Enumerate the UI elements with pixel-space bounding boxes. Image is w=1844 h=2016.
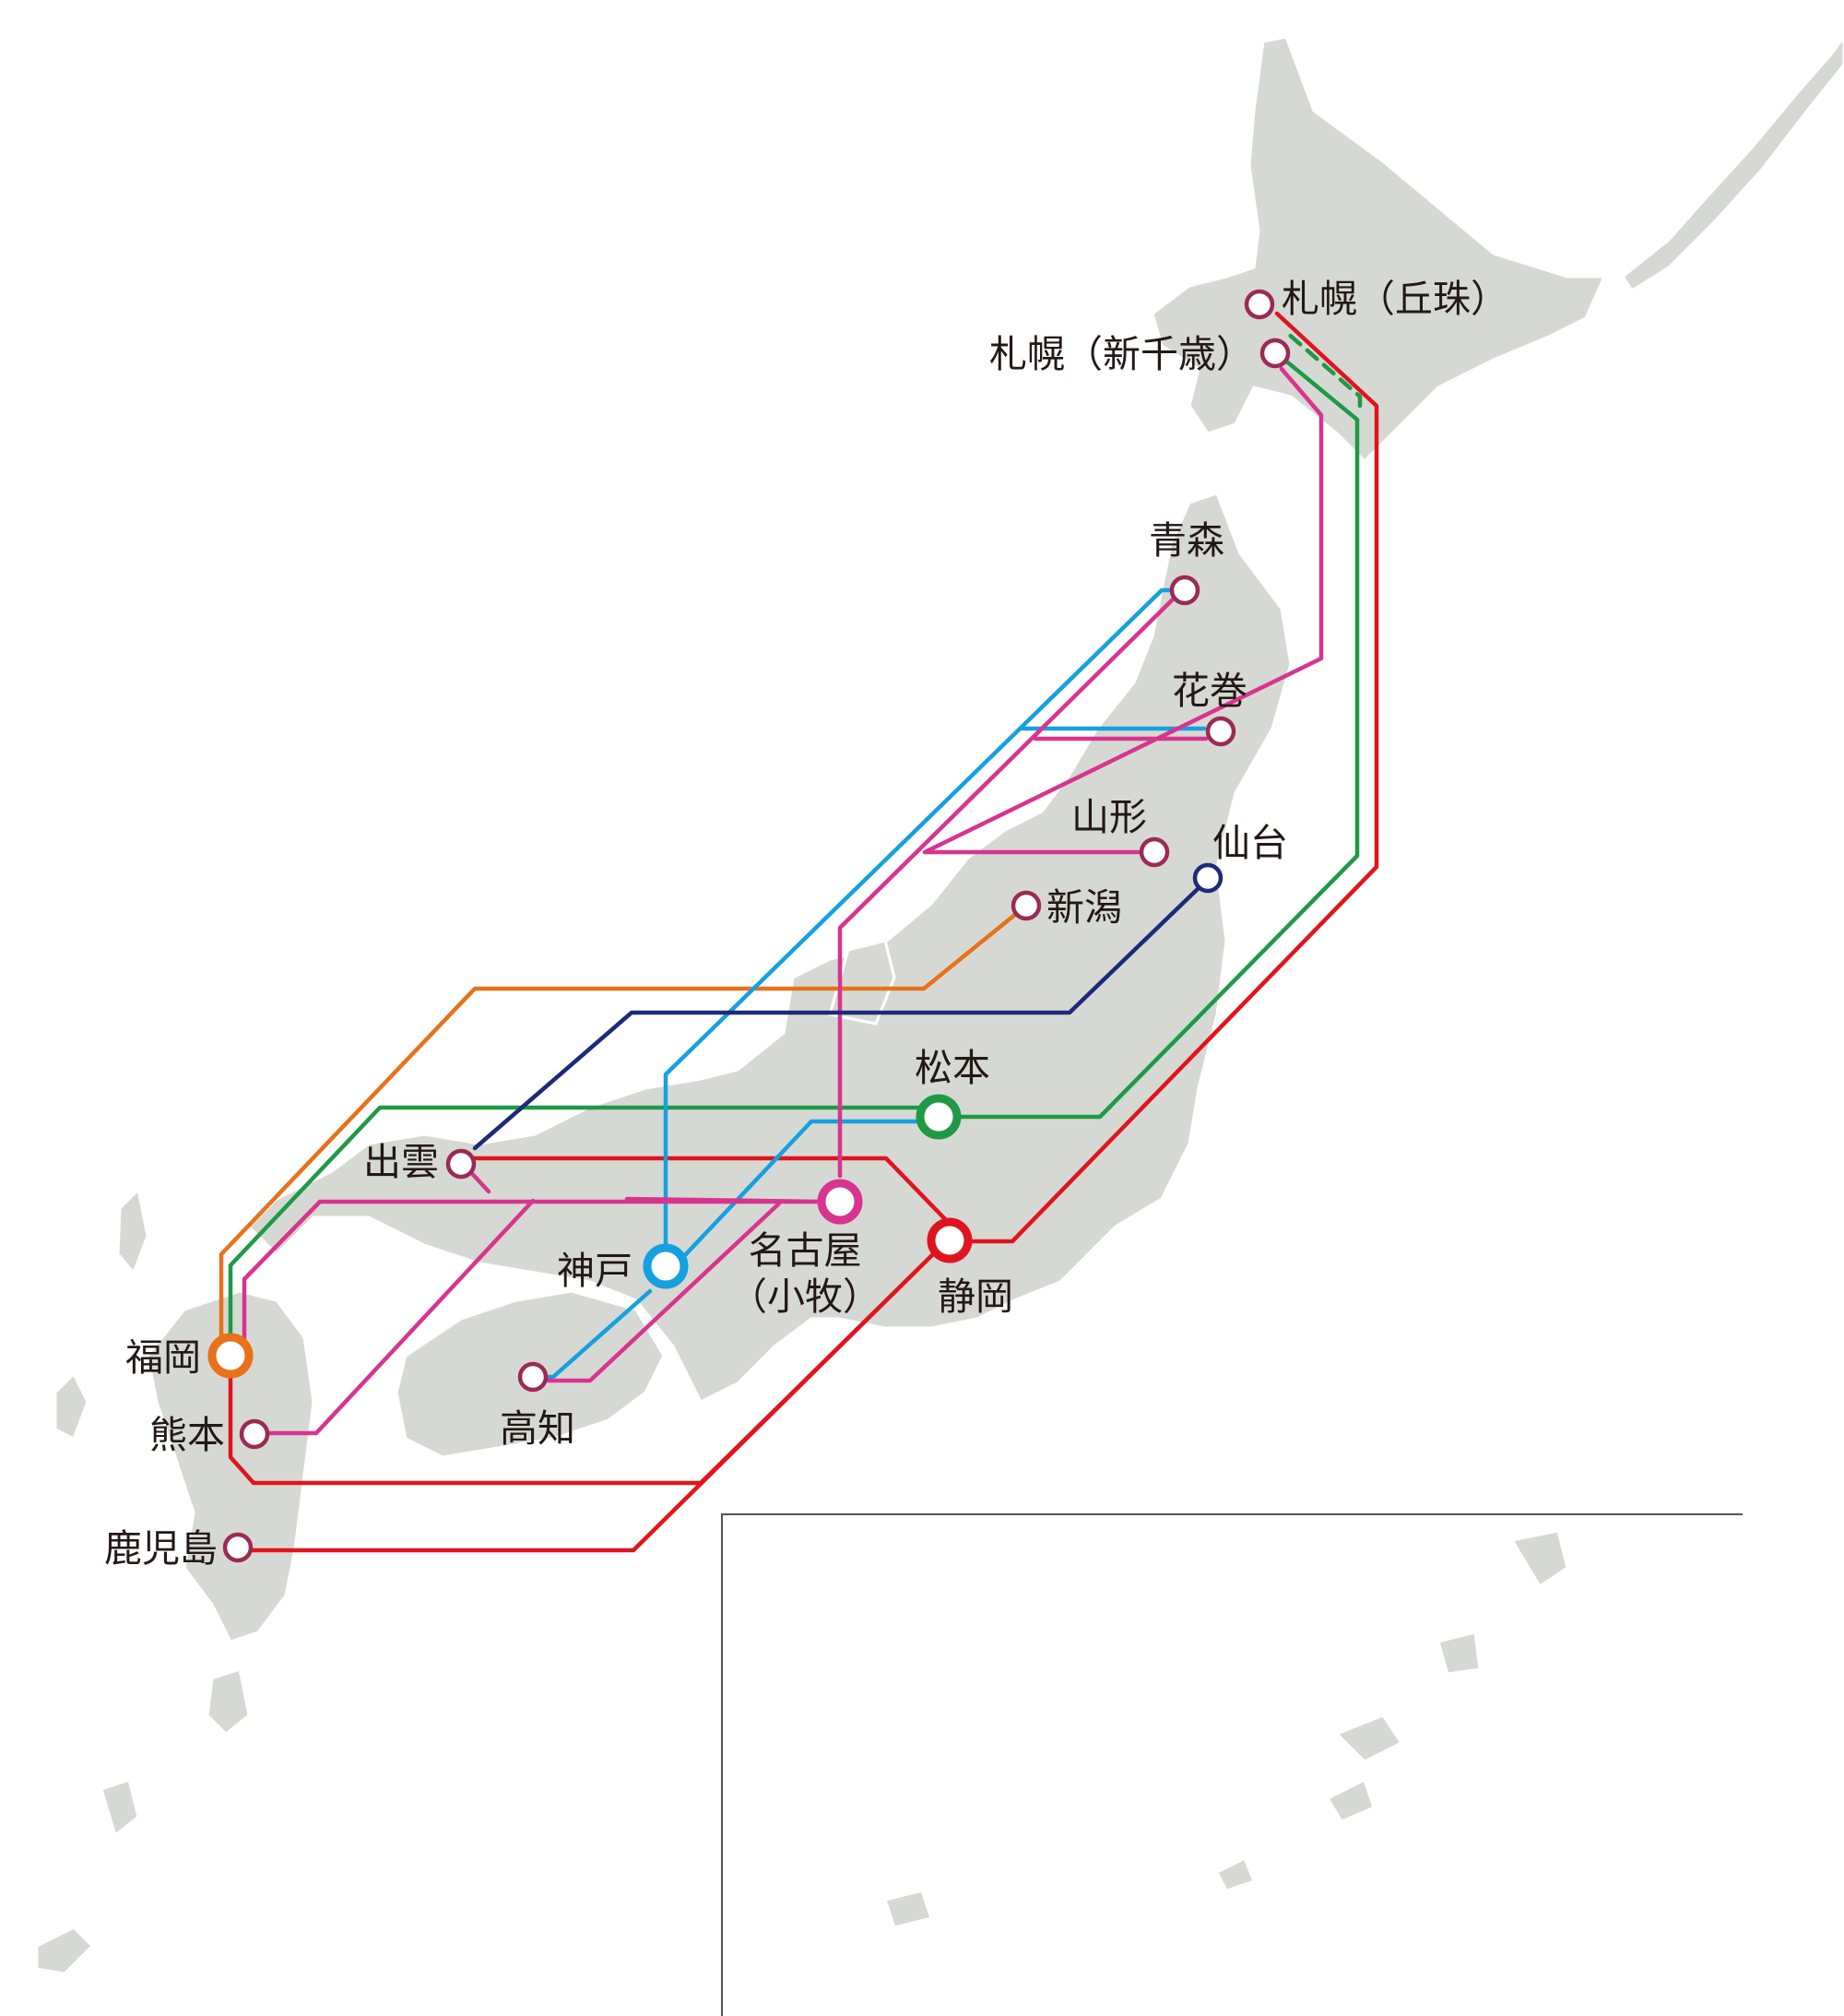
station-markers bbox=[207, 289, 1291, 1563]
land-masses bbox=[35, 34, 1844, 1975]
station-marker-yamagata[interactable] bbox=[1139, 836, 1170, 868]
station-marker-hanamaki[interactable] bbox=[1205, 716, 1236, 747]
label-matsumoto: 松本 bbox=[915, 1046, 990, 1090]
label-kagoshima: 鹿児島 bbox=[104, 1526, 218, 1571]
label-hanamaki: 花巻 bbox=[1172, 669, 1247, 713]
station-marker-sapporo-shinchitose[interactable] bbox=[1259, 338, 1291, 369]
route-red-shizuoka bbox=[228, 311, 1379, 1553]
label-aomori: 青森 bbox=[1149, 518, 1224, 563]
route-green-matsumoto bbox=[228, 352, 1360, 1358]
label-sapporo-shinchitose: 札幌（新千歳） bbox=[989, 332, 1254, 376]
amami-islets-west bbox=[100, 1778, 140, 1838]
station-marker-sapporo-okadama[interactable] bbox=[1244, 289, 1275, 320]
noto-peninsula bbox=[828, 939, 896, 1026]
route-orange-fukuoka-niigata bbox=[219, 903, 1029, 1358]
kyushu-landmass bbox=[146, 1289, 315, 1643]
label-yamagata: 山形 bbox=[1071, 795, 1147, 839]
tsushima-island bbox=[116, 1186, 149, 1275]
station-marker-nagoya[interactable] bbox=[817, 1179, 863, 1225]
route-blue-kobe bbox=[532, 587, 1207, 1380]
kuril-islands bbox=[1620, 34, 1844, 293]
label-kochi: 高知 bbox=[500, 1406, 575, 1451]
inset-frame bbox=[721, 1513, 1743, 2016]
label-nagoya-line1: 名古屋 bbox=[749, 1228, 862, 1273]
station-marker-kobe[interactable] bbox=[643, 1243, 689, 1289]
label-sapporo-okadama: 札幌（丘珠） bbox=[1282, 277, 1508, 321]
label-shizuoka: 静岡 bbox=[938, 1275, 1013, 1319]
okinawa-islands bbox=[883, 1529, 1569, 1929]
station-marker-kagoshima[interactable] bbox=[222, 1532, 254, 1563]
label-nagoya-line2: （小牧） bbox=[729, 1275, 881, 1319]
station-marker-kumamoto[interactable] bbox=[239, 1418, 270, 1450]
route-magenta-nagoya bbox=[242, 366, 1324, 1436]
route-green-okadama-dashed bbox=[1283, 329, 1363, 409]
label-izumo: 出雲 bbox=[363, 1140, 439, 1184]
station-marker-sendai[interactable] bbox=[1192, 862, 1223, 894]
label-kumamoto: 熊本 bbox=[149, 1413, 225, 1457]
station-marker-kochi[interactable] bbox=[517, 1361, 549, 1393]
routes bbox=[219, 311, 1379, 1553]
label-fukuoka: 福岡 bbox=[125, 1335, 201, 1380]
station-marker-aomori[interactable] bbox=[1169, 575, 1200, 606]
station-marker-izumo[interactable] bbox=[445, 1148, 477, 1180]
western-islets bbox=[53, 1371, 89, 1441]
honshu-landmass bbox=[246, 492, 1293, 1405]
station-marker-niigata[interactable] bbox=[1011, 890, 1042, 921]
station-labels: 札幌（丘珠） 札幌（新千歳） 青森 花巻 山形 仙台 新潟 松本 出雲 名古屋 … bbox=[104, 277, 1508, 1571]
label-niigata: 新潟 bbox=[1046, 885, 1122, 930]
label-kobe: 神戸 bbox=[557, 1249, 632, 1293]
station-marker-shizuoka[interactable] bbox=[927, 1217, 973, 1263]
route-navy-izumo-sendai bbox=[472, 884, 1202, 1151]
osumi-islets bbox=[206, 1667, 251, 1737]
station-marker-matsumoto[interactable] bbox=[916, 1094, 962, 1140]
hokkaido-landmass bbox=[1151, 35, 1607, 464]
label-sendai: 仙台 bbox=[1212, 821, 1288, 865]
amami-islets-sw bbox=[35, 1926, 95, 1975]
station-marker-fukuoka[interactable] bbox=[207, 1333, 254, 1379]
